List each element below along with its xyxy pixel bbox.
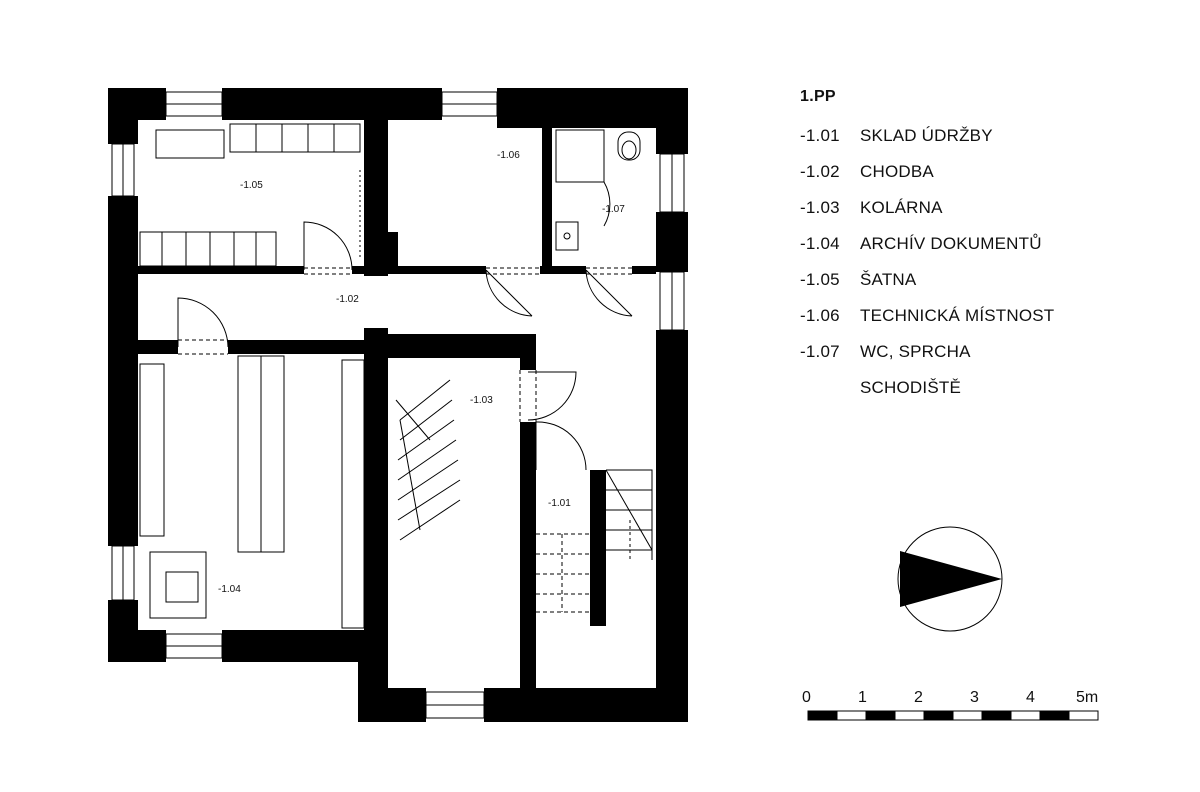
room-label-1-06: -1.06 — [497, 150, 520, 161]
inner-walls — [138, 120, 656, 688]
room-label-1-02: -1.02 — [336, 294, 359, 305]
scale-segment — [952, 710, 983, 721]
legend-code: -1.07 — [800, 342, 840, 361]
legend-row: -1.02 CHODBA — [800, 162, 1160, 198]
scale-segment — [981, 710, 1012, 721]
wc-fixtures — [555, 129, 641, 251]
windows — [111, 91, 685, 719]
scale-segment — [923, 710, 954, 721]
scale-tick-2: 2 — [914, 689, 923, 706]
room-label-1-07: -1.07 — [602, 204, 625, 215]
legend-row: -1.06 TECHNICKÁ MÍSTNOST — [800, 306, 1160, 342]
legend-code: -1.03 — [800, 198, 840, 217]
legend-name: CHODBA — [860, 162, 934, 181]
room-label-1-04: -1.04 — [218, 584, 241, 595]
scale-segment — [1039, 710, 1070, 721]
legend-name: ŠATNA — [860, 270, 917, 289]
legend-row: SCHODIŠTĚ — [800, 378, 1160, 414]
legend-code: -1.04 — [800, 234, 840, 253]
north-arrow-icon — [897, 526, 1003, 632]
scale-tick-4: 4 — [1026, 689, 1035, 706]
legend-code: -1.06 — [800, 306, 840, 325]
legend-code: -1.02 — [800, 162, 840, 181]
room-label-1-03: -1.03 — [470, 395, 493, 406]
outer-walls — [108, 88, 688, 722]
legend-row: -1.03 KOLÁRNA — [800, 198, 1160, 234]
legend-row: -1.05 ŠATNA — [800, 270, 1160, 306]
legend-row: -1.01 SKLAD ÚDRŽBY — [800, 126, 1160, 162]
stairs — [536, 469, 653, 613]
legend-name: KOLÁRNA — [860, 198, 943, 217]
scale-segment — [1010, 710, 1041, 721]
scale-bar: 0 1 2 3 4 5m — [802, 689, 1099, 721]
legend-name: WC, SPRCHA — [860, 342, 971, 361]
legend-row: -1.07 WC, SPRCHA — [800, 342, 1160, 378]
room-legend: 1.PP -1.01 SKLAD ÚDRŽBY -1.02 CHODBA -1.… — [800, 88, 1160, 414]
scale-segment — [894, 710, 925, 721]
scale-segment — [807, 710, 838, 721]
door-openings — [178, 267, 632, 422]
legend-code: -1.01 — [800, 126, 840, 145]
room-label-1-05: -1.05 — [240, 180, 263, 191]
legend-name: SCHODIŠTĚ — [860, 378, 961, 397]
scale-tick-0: 0 — [802, 689, 811, 706]
scale-segment — [1068, 710, 1099, 721]
floor-title: 1.PP — [800, 88, 836, 105]
legend-row: -1.04 ARCHÍV DOKUMENTŮ — [800, 234, 1160, 270]
legend-code: -1.05 — [800, 270, 840, 289]
scale-tick-1: 1 — [858, 689, 867, 706]
room-label-1-01: -1.01 — [548, 498, 571, 509]
scale-tick-5: 5m — [1076, 689, 1098, 706]
archive-shelves — [139, 355, 365, 629]
scale-segment — [865, 710, 896, 721]
scale-tick-3: 3 — [970, 689, 979, 706]
scale-segment — [836, 710, 867, 721]
furniture-1-05 — [139, 123, 361, 267]
doors — [177, 221, 633, 471]
bike-stands — [395, 379, 461, 541]
legend-name: ARCHÍV DOKUMENTŮ — [860, 234, 1042, 253]
legend-name: SKLAD ÚDRŽBY — [860, 126, 993, 145]
legend-name: TECHNICKÁ MÍSTNOST — [860, 306, 1055, 325]
